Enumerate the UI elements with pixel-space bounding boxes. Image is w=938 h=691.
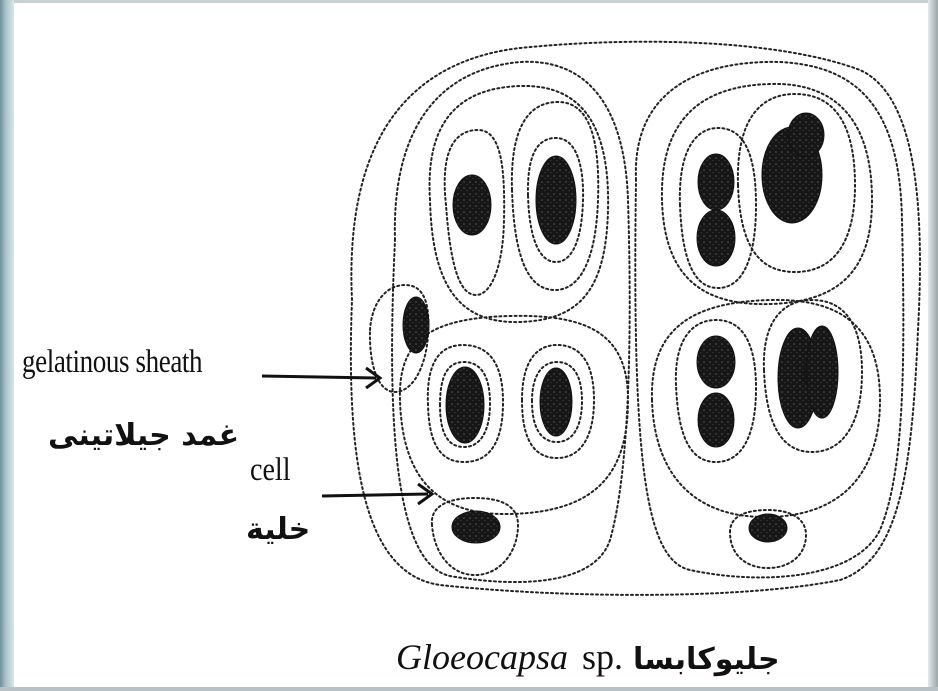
cell-arrow-line — [322, 494, 428, 496]
cell-dark — [453, 175, 491, 235]
cell-dark — [452, 511, 500, 543]
right-group-sheath — [635, 62, 903, 578]
lower-left-pair-sheath — [400, 316, 628, 514]
cell-dark — [697, 210, 735, 266]
cell-dark — [788, 113, 824, 157]
caption-species: sp. — [582, 637, 623, 677]
cell-dark — [403, 297, 429, 353]
cell-label-arabic: خلية — [246, 512, 310, 547]
gelatinous-sheath-label: gelatinous sheath — [22, 344, 202, 381]
cell-label: cell — [250, 452, 290, 489]
cell-dark — [698, 393, 734, 447]
cell-dark — [806, 326, 838, 418]
cell-dark — [697, 336, 735, 388]
lower-right-pair-sheath — [652, 300, 880, 517]
figure-caption: Gloeocapsa sp. جليوكابسا — [396, 636, 780, 678]
cell-dark — [446, 367, 484, 443]
cell-dark — [698, 154, 734, 210]
gelatinous-sheath-label-arabic: غمد جيلاتينى — [48, 418, 239, 453]
cell-dark — [536, 156, 576, 244]
sheath-arrow-line — [262, 376, 376, 378]
cell-dark — [540, 368, 572, 436]
cell-dark — [749, 514, 787, 542]
caption-arabic: جليوكابسا — [633, 642, 780, 677]
caption-genus: Gloeocapsa — [396, 637, 568, 677]
